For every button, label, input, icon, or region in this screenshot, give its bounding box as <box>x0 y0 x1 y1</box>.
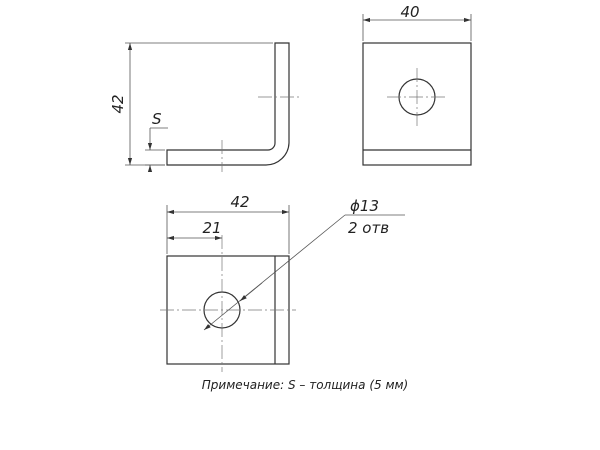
side-profile-outline <box>166 42 290 166</box>
hole-diameter-label: ϕ13 <box>350 197 379 215</box>
hole-count-label: 2 отв <box>348 219 389 237</box>
side-height-label: 42 <box>109 94 127 113</box>
side-view: 42 S <box>109 42 300 172</box>
top-plate-outline <box>362 42 472 166</box>
front-view: 42 21 ϕ13 2 отв <box>160 193 405 372</box>
front-width-label: 42 <box>230 193 249 211</box>
half-width-label: 21 <box>202 219 221 237</box>
hole-diameter-arrow-opposite <box>239 282 263 302</box>
top-view: 40 <box>362 3 472 166</box>
hole-diameter-leader <box>203 214 346 331</box>
note-text: Примечание: S – толщина (5 мм) <box>202 378 408 392</box>
thickness-label: S <box>152 110 162 128</box>
top-width-label: 40 <box>400 3 419 21</box>
